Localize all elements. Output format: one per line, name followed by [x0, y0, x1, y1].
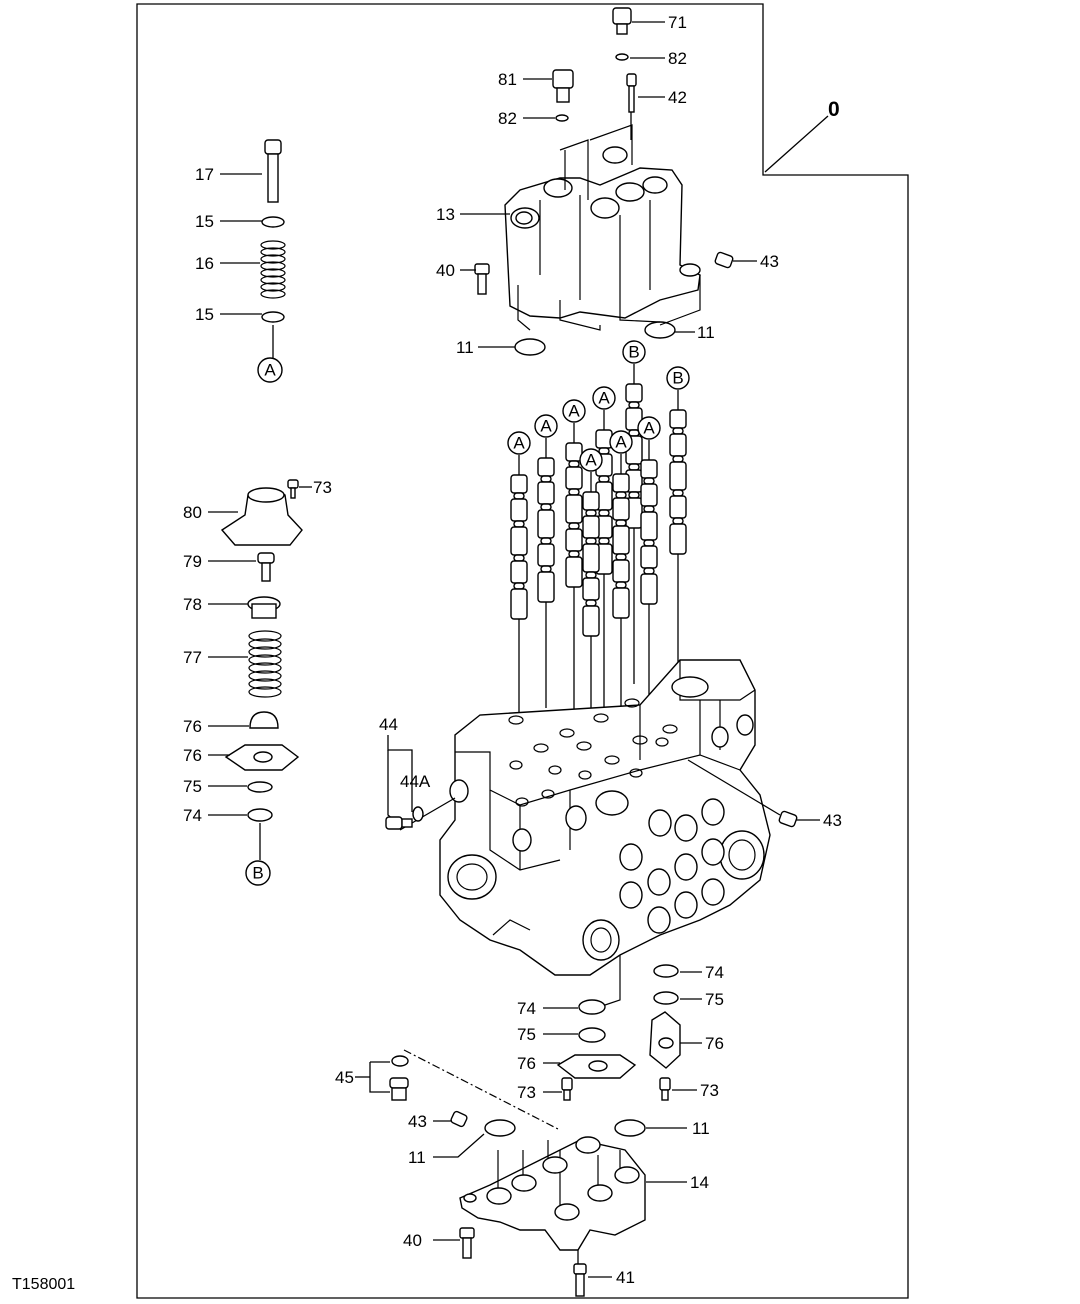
callout-74: 74	[517, 999, 536, 1018]
callout-44: 44	[379, 715, 398, 734]
callout-11: 11	[456, 338, 474, 357]
callout-79: 79	[183, 552, 202, 571]
spool-ref-label: B	[672, 369, 683, 388]
callout-40: 40	[436, 261, 455, 280]
callout-76: 76	[183, 717, 202, 736]
callout-41: 41	[616, 1268, 635, 1287]
control-valve-body	[439, 659, 781, 976]
spool: A	[579, 448, 603, 742]
callout-17: 17	[195, 165, 214, 184]
callout-73: 73	[313, 478, 332, 497]
callout-16: 16	[195, 254, 214, 273]
callout-76: 76	[517, 1054, 536, 1073]
callout-43: 43	[823, 811, 842, 830]
callout-45: 45	[335, 1068, 354, 1087]
bottom-cover-assembly	[450, 1110, 646, 1297]
spring-stack-a: A	[257, 139, 286, 383]
spool-ref-label: A	[585, 451, 597, 470]
spool: A	[637, 416, 661, 710]
spool-ref-marker	[507, 431, 531, 455]
callout-11: 11	[408, 1148, 426, 1167]
callout-15: 15	[195, 212, 214, 231]
ref-a-marker: A	[264, 361, 276, 380]
right-seal-stack	[649, 964, 681, 1101]
figure-id: T158001	[12, 1276, 75, 1293]
callout-42: 42	[668, 88, 687, 107]
callout-81: 81	[498, 70, 517, 89]
spool-ref-marker	[592, 386, 616, 410]
callout-74: 74	[705, 963, 724, 982]
spool-ref-marker	[534, 414, 558, 438]
callout-40: 40	[403, 1231, 422, 1250]
assembly-callout: 0	[828, 98, 840, 121]
spool-ref-label: A	[615, 433, 627, 452]
spool-ref-marker	[609, 430, 633, 454]
spool-ref-marker	[579, 448, 603, 472]
diagram-frame	[136, 3, 909, 1299]
callout-76: 76	[705, 1034, 724, 1053]
callout-14: 14	[690, 1173, 709, 1192]
spool-ref-label: A	[568, 402, 580, 421]
callout-73: 73	[700, 1081, 719, 1100]
spool: B	[666, 366, 690, 690]
callout-74: 74	[183, 806, 202, 825]
callout-44a: 44A	[400, 772, 431, 791]
callout-80: 80	[183, 503, 202, 522]
middle-seal-stack	[556, 955, 637, 1101]
spool: A	[507, 431, 531, 725]
spool-ref-label: A	[540, 417, 552, 436]
callout-43: 43	[760, 252, 779, 271]
ref-b-marker: B	[252, 864, 263, 883]
callout-78: 78	[183, 595, 202, 614]
spool-ref-label: A	[643, 419, 655, 438]
spool: A	[592, 386, 616, 730]
spool-ref-marker	[622, 340, 646, 364]
spool: A	[534, 414, 558, 708]
callout-75: 75	[517, 1025, 536, 1044]
spool-ref-label: A	[513, 434, 525, 453]
spool: B	[622, 340, 646, 684]
callout-11: 11	[692, 1119, 710, 1138]
relief-stack-b: B	[220, 479, 303, 886]
callout-71: 71	[668, 13, 687, 32]
callout-82: 82	[498, 109, 517, 128]
spool-ref-marker	[666, 366, 690, 390]
callout-75: 75	[183, 777, 202, 796]
callout-75: 75	[705, 990, 724, 1009]
callout-77: 77	[183, 648, 202, 667]
spool-ref-label: A	[598, 389, 610, 408]
callout-82: 82	[668, 49, 687, 68]
spool-ref-label: B	[628, 343, 639, 362]
callout-73: 73	[517, 1083, 536, 1102]
callout-76: 76	[183, 746, 202, 765]
spool-ref-marker	[562, 399, 586, 423]
callout-13: 13	[436, 205, 455, 224]
spool-ref-marker	[637, 416, 661, 440]
callout-11: 11	[697, 323, 715, 342]
callout-15: 15	[195, 305, 214, 324]
spool: A	[562, 399, 586, 723]
top-cover-assembly	[474, 7, 734, 356]
callout-43: 43	[408, 1112, 427, 1131]
